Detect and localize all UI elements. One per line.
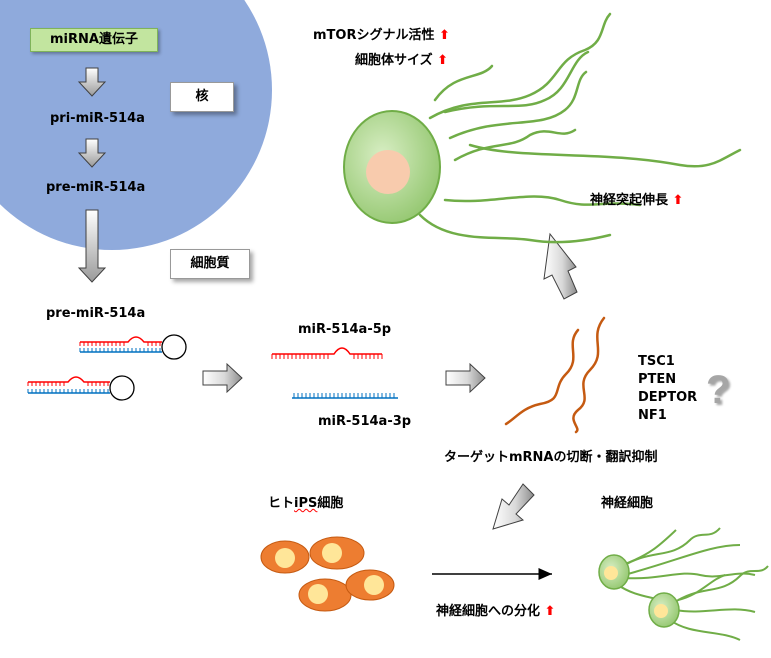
pre-mirna-hairpin-1	[79, 334, 187, 360]
cell-size-text: 細胞体サイズ	[355, 53, 433, 68]
differentiation-text: 神経細胞への分化	[436, 604, 541, 619]
arrow-to-differentiation	[492, 483, 535, 530]
arrow-gene-to-pri	[77, 67, 107, 97]
target-gene-nf1: NF1	[638, 408, 667, 423]
up-arrow-icon: ⬆	[439, 28, 450, 43]
small-neuron-1	[598, 527, 756, 609]
pri-mirna-label: pri-miR-514a	[50, 111, 145, 126]
pre-mirna-nuclear-label: pre-miR-514a	[46, 180, 146, 195]
small-neuron-2	[648, 565, 769, 641]
target-gene-pten: PTEN	[638, 372, 677, 387]
neurite-text: 神経突起伸長	[590, 193, 669, 208]
cytoplasm-box: 細胞質	[170, 249, 250, 279]
up-arrow-icon: ⬆	[544, 604, 556, 619]
up-arrow-icon: ⬆	[437, 53, 449, 68]
pre-mirna-hairpin-2	[27, 375, 135, 401]
target-mrna-1	[504, 328, 580, 426]
human-ips-ips: iPS	[294, 496, 318, 511]
target-mrna-2	[572, 316, 606, 434]
neuron-neurites	[418, 12, 742, 244]
mtor-text: mTORシグナル活性	[313, 28, 435, 43]
up-arrow-icon: ⬆	[672, 193, 684, 208]
cell-size-label: 細胞体サイズ ⬆	[355, 53, 448, 69]
nucleus-box: 核	[170, 82, 234, 112]
neuron-nucleus	[366, 150, 410, 194]
nucleus	[0, 0, 272, 250]
arrow-pri-to-pre	[77, 138, 107, 168]
mtor-label: mTORシグナル活性 ⬆	[313, 28, 450, 44]
neurite-label: 神経突起伸長 ⬆	[590, 193, 683, 209]
target-gene-tsc1: TSC1	[638, 354, 675, 369]
mir-5p-label: miR-514a-5p	[298, 322, 392, 337]
human-ips-label: ヒトiPS細胞	[268, 496, 343, 512]
mir-5p-strand	[271, 347, 383, 359]
mir-3p-label: miR-514a-3p	[318, 414, 412, 429]
mir-3p-strand	[292, 393, 398, 399]
pre-mirna-cytoplasm-label: pre-miR-514a	[46, 306, 146, 321]
target-caption: ターゲットmRNAの切断・翻訳抑制	[444, 450, 658, 465]
differentiation-label: 神経細胞への分化 ⬆	[436, 604, 555, 620]
arrow-to-targets	[445, 362, 486, 394]
ips-cell-cluster	[260, 536, 395, 612]
human-ips-prefix: ヒト	[268, 496, 295, 511]
question-mark-icon: ?	[706, 368, 731, 412]
target-gene-deptor: DEPTOR	[638, 390, 698, 405]
human-ips-suffix: 細胞	[317, 496, 344, 511]
neuron-label: 神経細胞	[601, 496, 654, 511]
arrow-dicer	[202, 362, 243, 394]
mirna-gene-box: miRNA遺伝子	[30, 28, 158, 52]
arrow-to-neurite-outgrowth	[543, 232, 578, 300]
arrow-export	[77, 209, 107, 283]
